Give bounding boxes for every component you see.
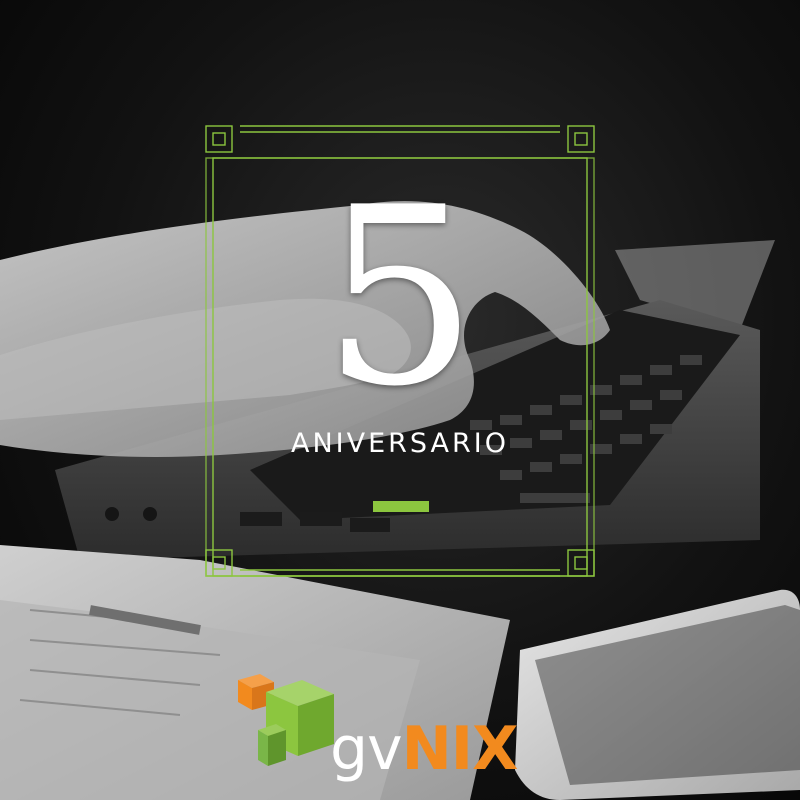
gvnix-logo: gvNIX: [230, 670, 575, 784]
gvnix-wordmark: gvNIX: [330, 714, 519, 784]
gvnix-cube-icon: [238, 674, 334, 766]
anniversary-number: 5: [322, 155, 478, 440]
anniversary-subtitle: ANIVERSARIO: [290, 428, 509, 459]
gvnix-wordmark-prefix: gv: [330, 714, 403, 784]
gvnix-wordmark-suffix: NIX: [401, 714, 519, 784]
accent-bar: [373, 501, 429, 512]
paper-lines: [19, 605, 221, 716]
